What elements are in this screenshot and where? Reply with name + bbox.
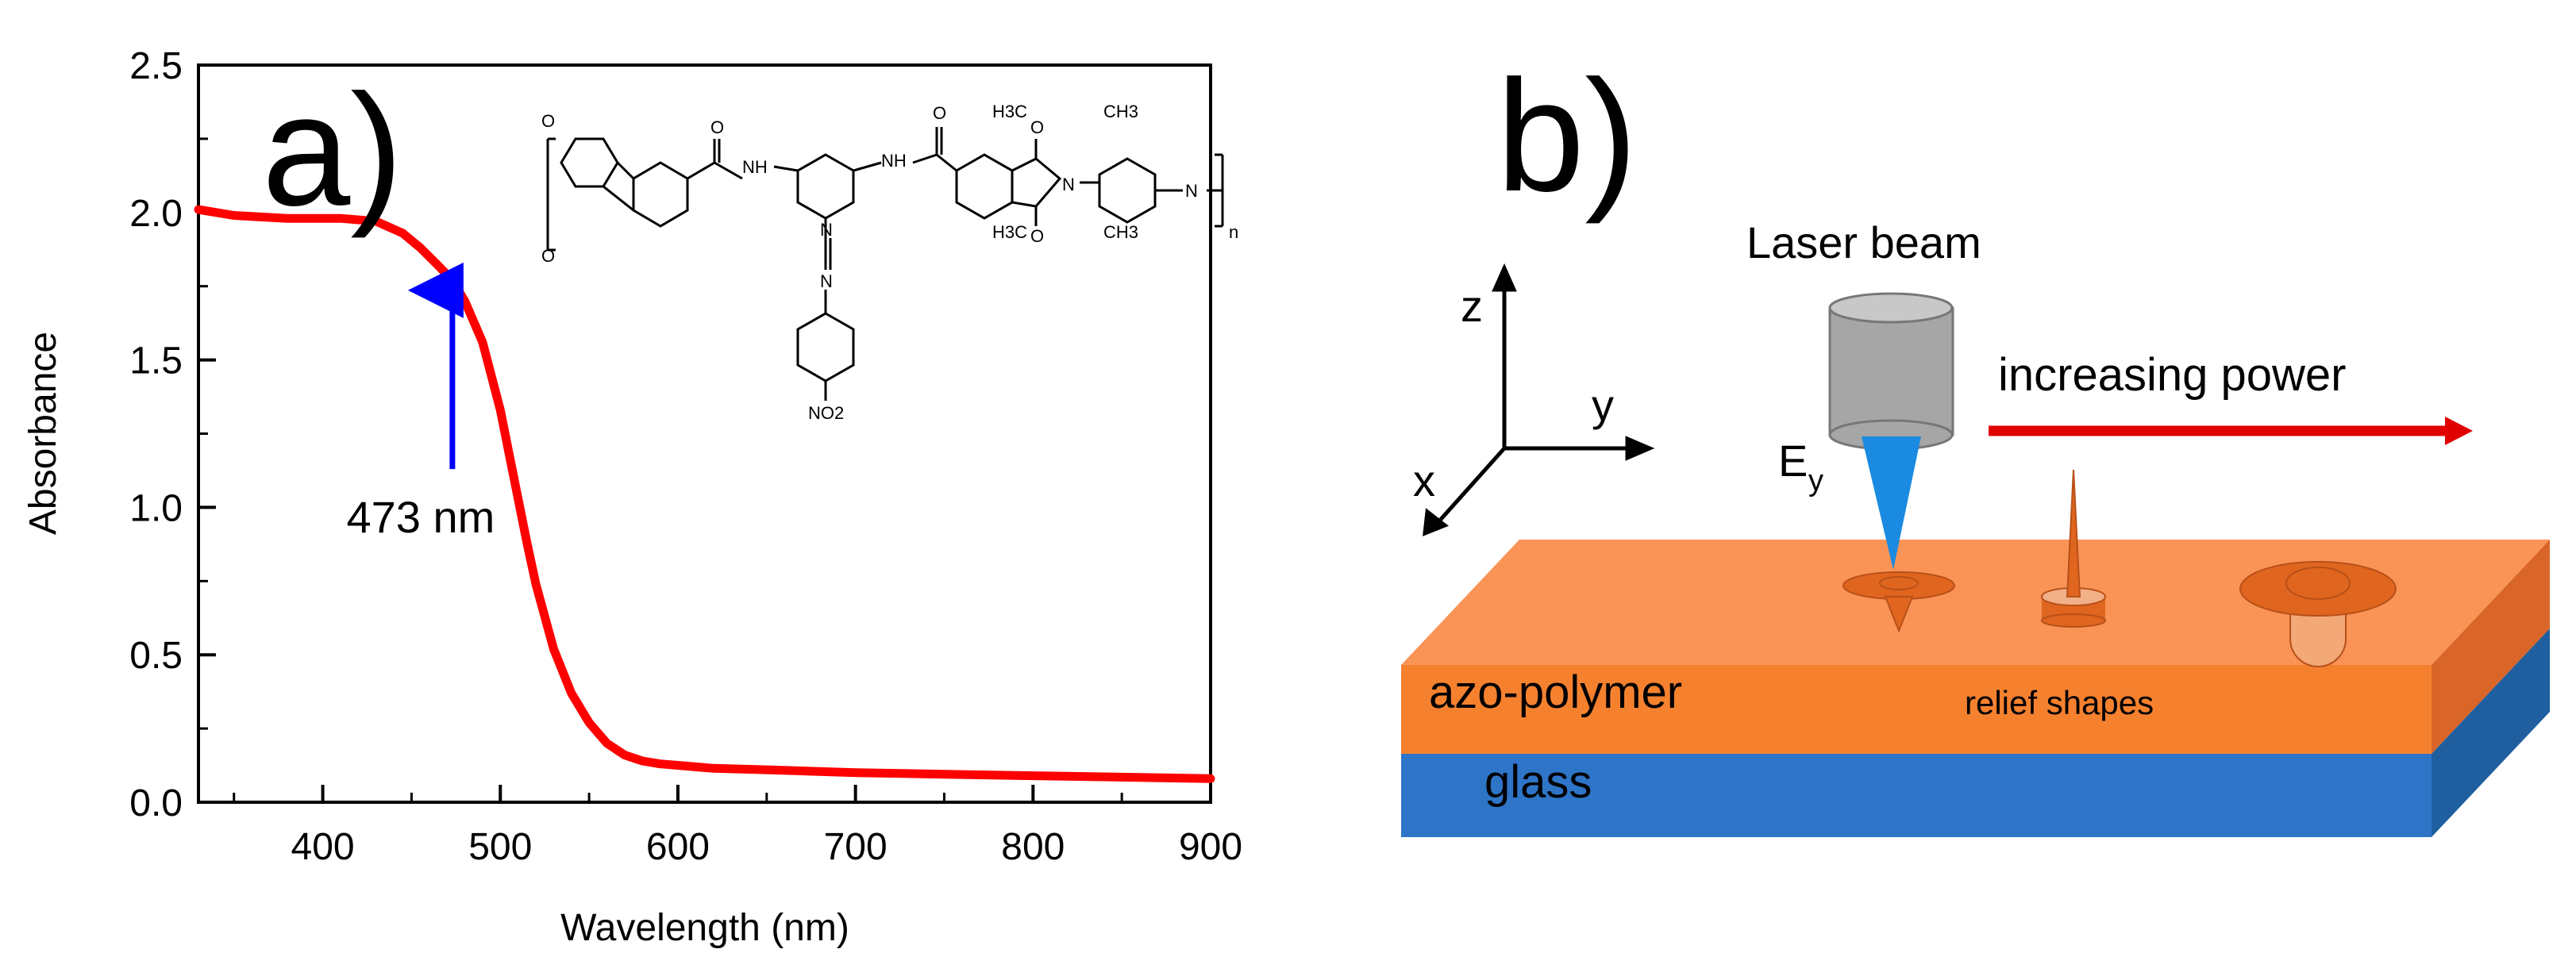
chemical-structure xyxy=(546,127,1224,401)
y-tick-label: 0.0 xyxy=(129,782,183,824)
power-label: increasing power xyxy=(1998,349,2346,401)
svg-text:O: O xyxy=(541,111,555,131)
absorbance-curve xyxy=(194,205,1215,783)
panel-a-chart: 400 500 600 700 800 900 0.0 0.5 1.0 1.5 2.0 2.5 47… xyxy=(22,45,1242,949)
glass-label: glass xyxy=(1484,756,1592,808)
coordinate-axes xyxy=(1423,263,1655,536)
svg-text:NH: NH xyxy=(742,157,768,177)
axis-y-label: y xyxy=(1592,380,1614,430)
x-tick-label: 900 xyxy=(1179,826,1242,868)
polymer-label: azo-polymer xyxy=(1429,667,1682,718)
svg-text:O: O xyxy=(541,246,555,266)
chemical-labels: O O O NH NH O O O N N N N NO2 H3C CH3 H3… xyxy=(541,102,1238,423)
svg-text:O: O xyxy=(710,117,724,137)
axis-x-label: x xyxy=(1413,455,1435,505)
panel-b-label: b) xyxy=(1496,48,1638,225)
relief-shape-medium xyxy=(2041,469,2106,628)
x-tick-label: 800 xyxy=(1001,826,1065,868)
x-axis-label: Wavelength (nm) xyxy=(560,907,849,949)
svg-text:O: O xyxy=(1030,117,1044,137)
svg-text:N: N xyxy=(820,271,833,291)
svg-text:NH: NH xyxy=(881,151,907,171)
relief-shape-small xyxy=(1842,571,1955,633)
x-tick-label: 700 xyxy=(824,826,888,868)
glass-side-face xyxy=(2432,628,2550,837)
polymer-side-face xyxy=(2432,540,2550,754)
x-tick-label: 500 xyxy=(468,826,532,868)
axis-z-label: z xyxy=(1461,281,1483,331)
field-subscript: y xyxy=(1808,464,1823,498)
svg-text:N: N xyxy=(1185,181,1198,201)
panel-a-label: a) xyxy=(262,62,403,239)
relief-shape-large xyxy=(2239,561,2397,667)
y-tick-label: 1.5 xyxy=(129,340,183,382)
relief-label: relief shapes xyxy=(1965,684,2154,721)
svg-text:CH3: CH3 xyxy=(1103,222,1138,242)
svg-text:n: n xyxy=(1229,222,1238,242)
x-tick-label: 400 xyxy=(291,826,355,868)
laser-beam xyxy=(1862,436,1921,570)
y-tick-label: 2.5 xyxy=(129,45,183,87)
annotation-label: 473 nm xyxy=(346,492,495,542)
y-tick-label: 2.0 xyxy=(129,193,183,235)
y-tick-label: 0.5 xyxy=(129,635,183,677)
glass-front-face xyxy=(1401,754,2432,837)
laser-head xyxy=(1828,292,1954,451)
x-axis-ticks: 400 500 600 700 800 900 xyxy=(233,785,1242,868)
y-tick-label: 1.0 xyxy=(129,487,183,529)
polymer-front-face xyxy=(1401,665,2432,754)
power-arrow-head xyxy=(2445,417,2473,445)
svg-text:N: N xyxy=(820,220,833,240)
svg-text:H3C: H3C xyxy=(992,102,1027,121)
svg-text:CH3: CH3 xyxy=(1103,102,1138,121)
field-label: E xyxy=(1778,436,1808,486)
svg-text:O: O xyxy=(1030,226,1044,246)
y-axis-ticks: 0.0 0.5 1.0 1.5 2.0 2.5 xyxy=(129,45,216,824)
svg-text:O: O xyxy=(933,103,946,123)
y-axis-label: Absorbance xyxy=(22,332,64,535)
svg-text:N: N xyxy=(1062,175,1075,194)
panel-b-diagram: b) z y x azo-polymer glass relief shapes… xyxy=(1401,48,2550,837)
laser-label: Laser beam xyxy=(1746,217,1981,267)
svg-text:H3C: H3C xyxy=(992,222,1027,242)
svg-text:NO2: NO2 xyxy=(808,403,844,423)
x-tick-label: 600 xyxy=(646,826,710,868)
